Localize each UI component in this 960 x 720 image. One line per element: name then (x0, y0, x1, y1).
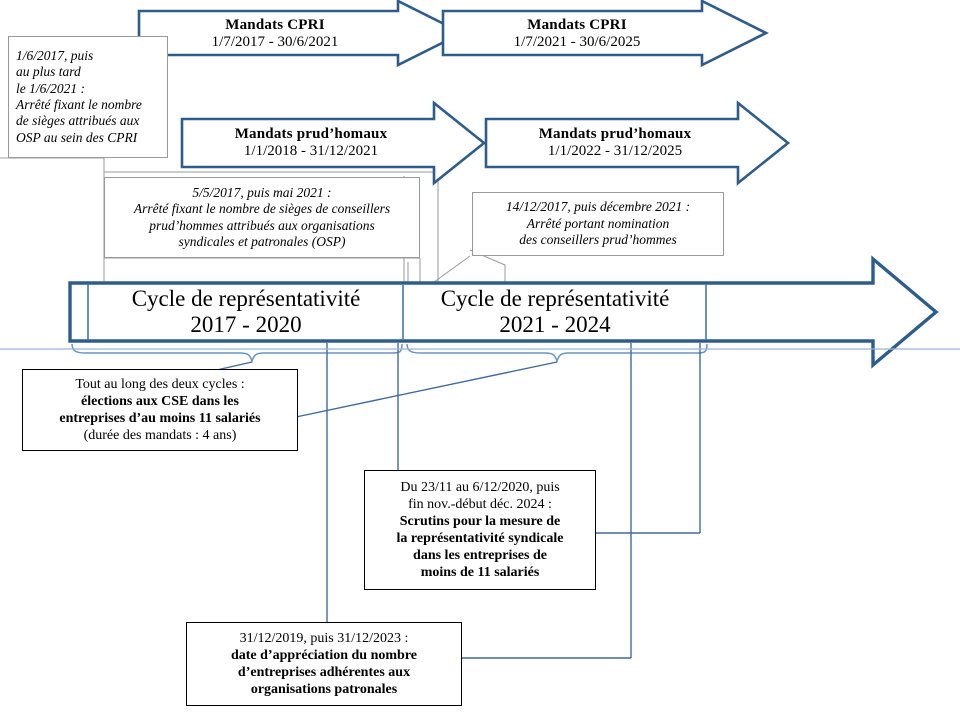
banner-cpri-2-title: Mandats CPRI (527, 17, 627, 33)
cycle-2021-line1: Cycle de représentativité (440, 286, 670, 312)
note-prudhommes-line-2: Arrêté fixant le nombre de sièges de con… (133, 201, 391, 217)
callout-scrutins-line-5: dans les entreprises de (413, 548, 547, 564)
cycle-2017-line1: Cycle de représentativité (131, 286, 361, 312)
note-prudhommes-line-4: syndicales et patronales (OSP) (178, 233, 346, 249)
banner-prudhomaux-2-period: 1/1/2022 - 31/12/2025 (547, 143, 683, 159)
banner-cpri-1-period: 1/7/2017 - 30/6/2021 (211, 34, 339, 50)
note-cpri-line-6: OSP au sein des CPRI (16, 129, 138, 145)
callout-appreciation-line-2: date d’appréciation du nombre (230, 647, 418, 663)
cycle-label-2021-2024: Cycle de représentativité 2021 - 2024 (406, 285, 704, 339)
callout-appreciation: 31/12/2019, puis 31/12/2023 : date d’app… (186, 622, 462, 706)
note-cpri-line-1: 1/6/2017, puis (16, 47, 94, 63)
note-cpri-sieges: 1/6/2017, puis au plus tard le 1/6/2021 … (8, 36, 168, 158)
callout-cse-line-1: Tout au long des deux cycles : (75, 376, 245, 392)
callout-scrutins-line-2: fin nov.-début déc. 2024 : (408, 496, 552, 512)
callout-cse-line-4: (durée des mandats : 4 ans) (83, 428, 237, 444)
callout-scrutins-line-1: Du 23/11 au 6/12/2020, puis (400, 479, 560, 495)
cycle-2017-line2: 2017 - 2020 (190, 312, 302, 337)
banner-cpri-1: Mandats CPRI 1/7/2017 - 30/6/2021 (150, 14, 400, 54)
note-nomination-line-2: Arrêté portant nomination (526, 215, 670, 231)
banner-prudhomaux-2: Mandats prud’homaux 1/1/2022 - 31/12/202… (490, 123, 740, 163)
callout-appreciation-line-3: d’entreprises adhérentes aux (237, 665, 411, 680)
banner-cpri-2-period: 1/7/2021 - 30/6/2025 (513, 34, 641, 50)
banner-cpri-2: Mandats CPRI 1/7/2021 - 30/6/2025 (452, 14, 702, 54)
note-nomination: 14/12/2017, puis décembre 2021 : Arrêté … (472, 192, 724, 256)
note-prudhommes-sieges: 5/5/2017, puis mai 2021 : Arrêté fixant … (104, 177, 420, 258)
note-prudhommes-line-3: prud’hommes attribués aux organisations (149, 217, 375, 233)
banner-prudhomaux-1-title: Mandats prud’homaux (234, 126, 388, 142)
callout-appreciation-line-1: 31/12/2019, puis 31/12/2023 : (239, 630, 409, 646)
callout-cse-line-2: élections aux CSE dans les (81, 393, 239, 409)
callout-cse: Tout au long des deux cycles : élections… (22, 369, 298, 451)
callout-cse-line-3: entreprises d’au moins 11 salariés (59, 411, 261, 426)
banner-cpri-1-title: Mandats CPRI (225, 17, 325, 33)
note-cpri-line-5: de sièges attribués aux (16, 113, 140, 129)
cycle-brace-2021 (406, 343, 708, 364)
grey-connector-nomination (429, 255, 471, 286)
callout-scrutins-line-6: moins de 11 salariés (420, 565, 540, 581)
banner-prudhomaux-1: Mandats prud’homaux 1/1/2018 - 31/12/202… (186, 123, 436, 163)
note-cpri-line-4: Arrêté fixant le nombre (16, 97, 142, 112)
note-cpri-line-3: le 1/6/2021 : (16, 80, 85, 96)
note-nomination-line-3: des conseillers prud’hommes (519, 232, 677, 248)
note-prudhommes-line-1: 5/5/2017, puis mai 2021 : (192, 184, 332, 200)
cycle-brace-2017 (71, 343, 403, 364)
note-nomination-line-1: 14/12/2017, puis décembre 2021 : (505, 199, 691, 215)
callout-scrutins: Du 23/11 au 6/12/2020, puis fin nov.-déb… (364, 470, 596, 590)
note-cpri-line-2: au plus tard (16, 64, 81, 80)
callout-scrutins-line-4: la représentativité syndicale (396, 531, 564, 546)
cycle-label-2017-2020: Cycle de représentativité 2017 - 2020 (92, 285, 400, 339)
cycle-2021-line2: 2021 - 2024 (499, 312, 611, 337)
banner-prudhomaux-1-period: 1/1/2018 - 31/12/2021 (243, 143, 379, 159)
callout-appreciation-line-4: organisations patronales (250, 682, 398, 698)
banner-prudhomaux-2-title: Mandats prud’homaux (538, 126, 692, 142)
callout-scrutins-line-3: Scrutins pour la mesure de (399, 513, 561, 529)
